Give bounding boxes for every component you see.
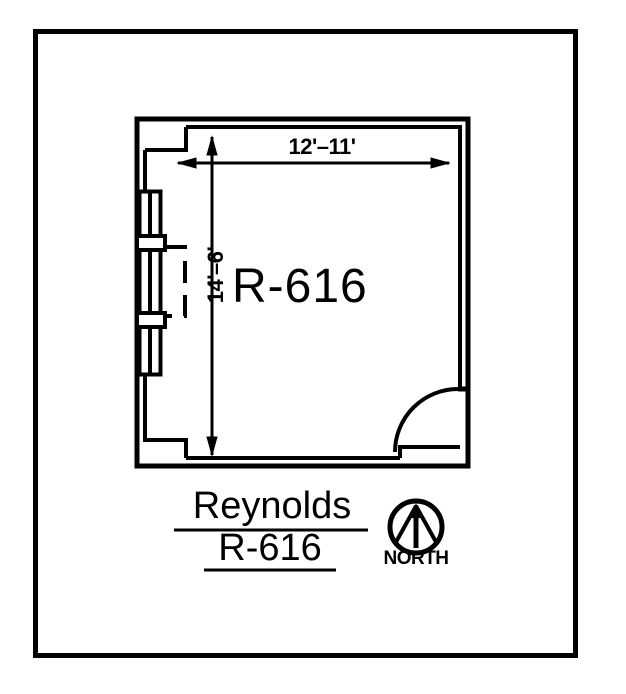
sheet-border (33, 29, 578, 658)
north-arrow-icon (387, 498, 445, 556)
plan-title: Reynolds (192, 485, 352, 527)
plan-subtitle: R-616 (218, 527, 322, 569)
north-label: NORTH (383, 548, 449, 569)
window-wall (135, 189, 167, 377)
title-underlines (174, 528, 368, 572)
room-walls-outer (134, 116, 471, 469)
dimension-label-vertical: 14'–6' (203, 246, 228, 304)
dimension-horizontal (176, 157, 451, 169)
dimension-label-horizontal: 12'–11' (288, 134, 356, 159)
dimension-vertical (206, 135, 218, 457)
door-swing (393, 386, 468, 453)
dashed-casework (165, 245, 187, 318)
room-label: R-616 (232, 260, 368, 313)
room-walls-inner (143, 125, 462, 460)
